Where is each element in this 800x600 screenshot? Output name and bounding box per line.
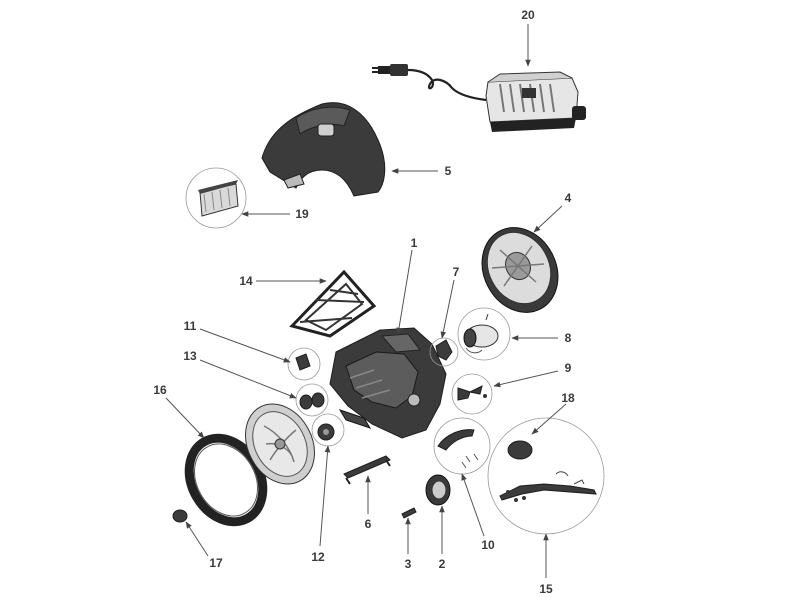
leader-9 — [493, 370, 559, 388]
label-part-13: 13 — [183, 349, 197, 363]
label-part-12: 12 — [311, 550, 325, 564]
brush-bar-part — [343, 455, 391, 485]
label-part-2: 2 — [439, 557, 446, 571]
frame-part — [289, 269, 377, 338]
leader-16 — [165, 397, 205, 439]
leader-18 — [531, 403, 567, 435]
hub-part — [311, 413, 345, 447]
label-part-4: 4 — [565, 191, 572, 205]
leader-11 — [199, 328, 291, 363]
label-part-19: 19 — [295, 207, 309, 221]
large-wheel-part — [481, 227, 559, 313]
main-body-part — [329, 327, 447, 439]
label-part-11: 11 — [184, 319, 197, 333]
label-part-5: 5 — [445, 164, 452, 178]
label-part-15: 15 — [539, 582, 553, 596]
small-clip-part — [287, 347, 321, 381]
leader-13 — [199, 359, 297, 399]
leader-17 — [185, 521, 209, 557]
plug-part — [172, 509, 188, 523]
part-labels: 20 5 19 4 1 14 7 8 9 11 13 16 18 12 6 3 … — [153, 8, 575, 596]
label-part-16: 16 — [153, 383, 167, 397]
top-cover-part — [261, 102, 386, 197]
label-part-18: 18 — [561, 391, 575, 405]
label-part-9: 9 — [565, 361, 572, 375]
leader-7 — [440, 279, 455, 339]
leader-4 — [533, 205, 563, 233]
leader-lines — [165, 24, 567, 578]
label-part-20: 20 — [521, 8, 535, 22]
label-part-6: 6 — [365, 517, 372, 531]
motor-part — [457, 307, 511, 361]
handle-kit-part — [487, 417, 605, 535]
pin-part — [401, 507, 417, 519]
leader-12 — [319, 445, 331, 547]
label-part-14: 14 — [239, 274, 253, 288]
label-part-1: 1 — [411, 236, 418, 250]
small-wheel-part — [425, 474, 451, 506]
impeller-part — [451, 373, 493, 415]
label-part-17: 17 — [209, 556, 223, 570]
bearing-part — [295, 383, 329, 417]
flap-part — [433, 417, 491, 475]
leader-1 — [396, 249, 413, 335]
label-part-3: 3 — [405, 557, 412, 571]
filter-screen-part — [185, 167, 247, 229]
power-supply-part — [372, 64, 586, 132]
leader-10 — [461, 473, 485, 537]
label-part-10: 10 — [481, 538, 495, 552]
side-wheel-part — [245, 403, 315, 485]
label-part-7: 7 — [453, 265, 460, 279]
label-part-8: 8 — [565, 331, 572, 345]
